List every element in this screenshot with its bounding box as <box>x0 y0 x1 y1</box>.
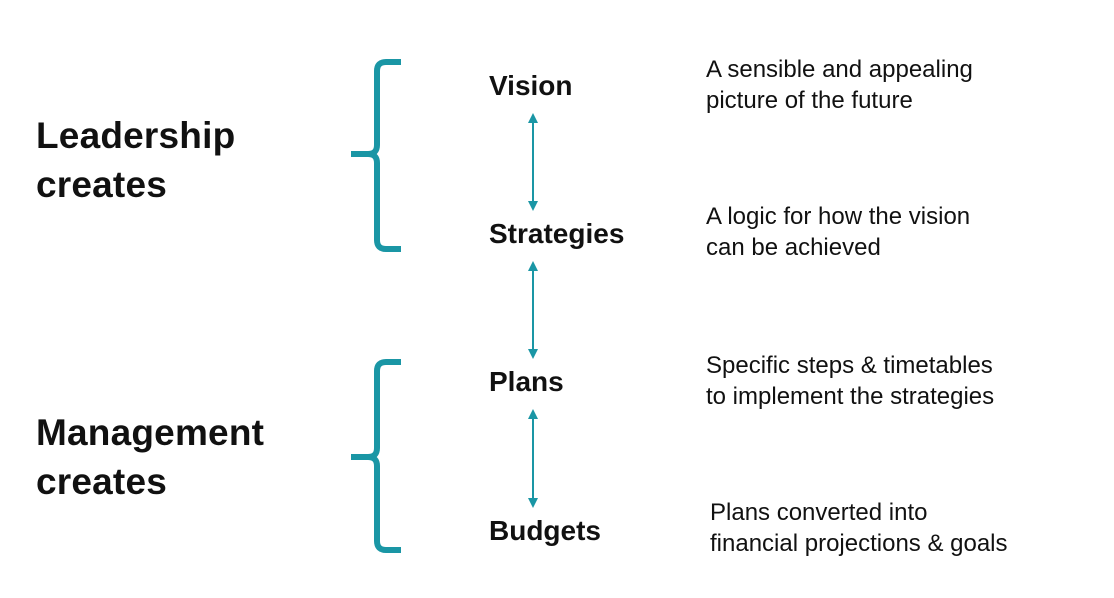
vision-description-line1: A sensible and appealing <box>706 56 973 83</box>
management-label-line1: Management <box>36 412 265 453</box>
strategies-description-line2: can be achieved <box>706 234 881 261</box>
stage-vision: Vision <box>489 70 573 101</box>
leadership-creates-label: Leadership creates <box>36 111 235 209</box>
strategies-description-line1: A logic for how the vision <box>706 203 971 230</box>
stage-plans: Plans <box>489 366 564 397</box>
management-label-line2: creates <box>36 461 168 502</box>
leadership-brace <box>351 59 401 252</box>
budgets-description-line2: financial projections & goals <box>710 530 1008 557</box>
stage-strategies: Strategies <box>489 218 625 249</box>
stage-budgets: Budgets <box>489 515 601 546</box>
plans-description-line2: to implement the strategies <box>706 383 995 410</box>
vision-description-line2: picture of the future <box>706 87 913 114</box>
leadership-label-line1: Leadership <box>36 115 236 156</box>
vision-description: A sensible and appealing picture of the … <box>706 54 973 116</box>
leadership-label-line2: creates <box>36 164 168 205</box>
management-brace <box>351 359 401 553</box>
budgets-description: Plans converted into financial projectio… <box>710 497 1008 559</box>
strategies-description: A logic for how the vision can be achiev… <box>706 201 970 263</box>
plans-description-line1: Specific steps & timetables <box>706 352 993 379</box>
management-creates-label: Management creates <box>36 408 264 506</box>
budgets-description-line1: Plans converted into <box>710 499 928 526</box>
plans-description: Specific steps & timetables to implement… <box>706 350 994 412</box>
